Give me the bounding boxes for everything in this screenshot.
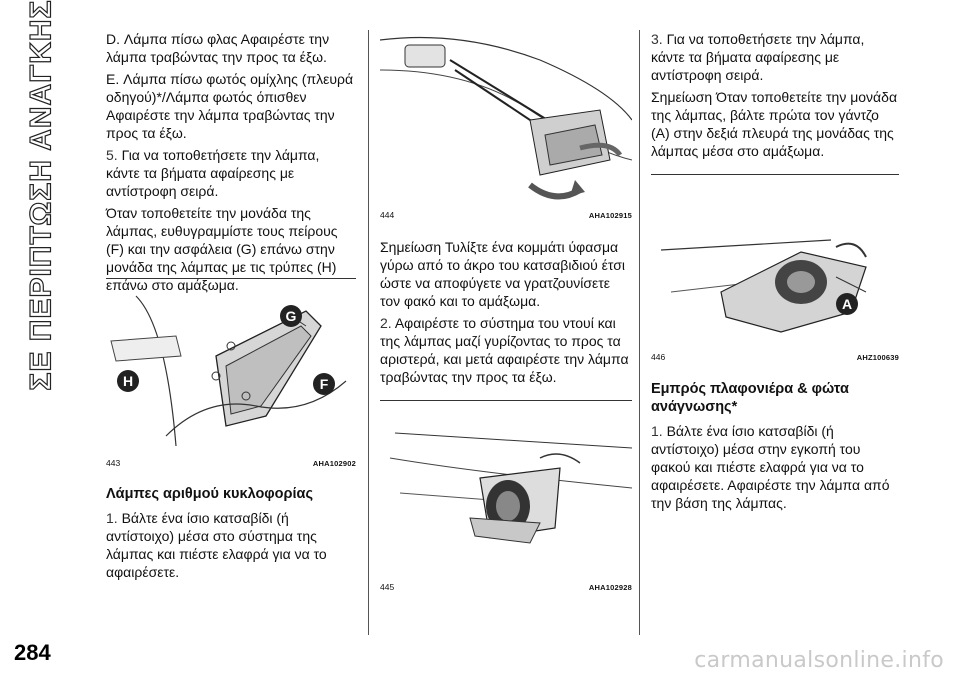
callout-a-label: A [842,296,852,312]
figure-445-illustration [389,432,632,544]
figure-445-top-rule [380,400,632,401]
figure-444-number: 444 [380,210,395,220]
page-number: 284 [14,640,51,665]
callout-g-label: G [286,308,297,324]
figure-445-code: AHA102928 [588,583,632,592]
column-3-lower: Εμπρός πλαφονιέρα & φώτα ανάγνωσης* 1. Β… [651,380,899,516]
step-5-number: 5. [106,147,118,163]
figure-445: 445 AHA102928 [380,400,632,592]
hook-note-text: Σημείωση Όταν τοποθετείτε την μονάδα της… [651,89,898,159]
remove-step-2-number: 2. [380,315,392,331]
column-2-text: Σημείωση Τυλίξτε ένα κομμάτι ύφασμα γύρω… [380,238,632,390]
figure-446-code: AHZ100639 [856,353,899,362]
figure-444-code: AHA102915 [588,211,632,220]
figure-446-number: 446 [651,352,666,362]
cloth-note-text: Σημείωση Τυλίξτε ένα κομμάτι ύφασμα γύρω… [380,239,625,309]
callout-g-marker [280,305,302,327]
column-divider-right [639,30,640,635]
callout-f-label: F [320,376,329,392]
figure-443-illustration: G H F [110,295,347,447]
section-title-vertical: ΣΕ ΠΕΡΙΠΤΩΣΗ ΑΝΑΓΚΗΣ [18,0,66,391]
figure-444-illustration [380,36,632,200]
remove-step-2-body: Αφαιρέστε το σύστημα του ντουί και της λ… [380,315,629,385]
remove-step-2-text: 2. Αφαιρέστε το σύστημα του ντουί και τη… [380,314,632,386]
callout-a-marker [836,293,858,315]
figure-446-top-rule [651,174,899,175]
install-step-3-body: Για να τοποθετήσετε την λάμπα, κάντε τα … [651,31,865,83]
callout-h-marker [117,370,139,392]
figure-443: G H F 443 AHA102902 [106,278,356,468]
license-step-1-number: 1. [106,510,118,526]
step-d-text: D. Λάμπα πίσω φλας Αφαιρέστε την λάμπα τ… [106,31,330,65]
watermark: carmanualsonline.info [694,648,944,673]
install-step-3-text: 3. Για να τοποθετήσετε την λάμπα, κάντε … [651,30,899,84]
license-plate-heading: Λάμπες αριθμού κυκλοφορίας [106,486,313,502]
front-lamp-heading: Εμπρός πλαφονιέρα & φώτα ανάγνωσης* [651,381,849,415]
figure-446-illustration: A [660,239,867,333]
figure-443-number: 443 [106,458,121,468]
install-note-text: Όταν τοποθετείτε την μονάδα της λάμπας, … [106,205,338,293]
column-1-lower: Λάμπες αριθμού κυκλοφορίας 1. Βάλτε ένα … [106,485,356,585]
section-title-text: ΣΕ ΠΕΡΙΠΤΩΣΗ ΑΝΑΓΚΗΣ [24,0,58,391]
column-divider-left [368,30,369,635]
figure-445-number: 445 [380,582,395,592]
front-lamp-step-1-text: 1. Βάλτε ένα ίσιο κατσαβίδι (ή αντίστοιχ… [651,422,899,512]
figure-446-caption: 446 AHZ100639 [651,350,899,362]
step-5-text: 5. Για να τοποθετήσετε την λάμπα, κάντε … [106,146,356,200]
column-3-text: 3. Για να τοποθετήσετε την λάμπα, κάντε … [651,30,899,164]
step-5-body: Για να τοποθετήσετε την λάμπα, κάντε τα … [106,147,320,199]
figure-444: 444 AHA102915 [380,30,632,220]
step-e-text: E. Λάμπα πίσω φωτός ομίχλης (πλευρά οδηγ… [106,71,354,141]
callout-h-label: H [123,373,133,389]
figure-443-code: AHA102902 [312,459,356,468]
front-lamp-step-1-number: 1. [651,423,663,439]
install-step-3-number: 3. [651,31,663,47]
figure-443-top-rule [106,278,356,279]
license-step-1-text: 1. Βάλτε ένα ίσιο κατσαβίδι (ή αντίστοιχ… [106,509,356,581]
figure-444-caption: 444 AHA102915 [380,208,632,220]
license-step-1-body: Βάλτε ένα ίσιο κατσαβίδι (ή αντίστοιχο) … [106,510,327,580]
callout-f-marker [313,373,335,395]
figure-443-caption: 443 AHA102902 [106,456,356,468]
column-1: D. Λάμπα πίσω φλας Αφαιρέστε την λάμπα τ… [106,30,356,298]
figure-445-caption: 445 AHA102928 [380,580,632,592]
front-lamp-step-1-body: Βάλτε ένα ίσιο κατσαβίδι (ή αντίστοιχο) … [651,423,890,511]
figure-446: A 446 AHZ100639 [651,174,899,362]
